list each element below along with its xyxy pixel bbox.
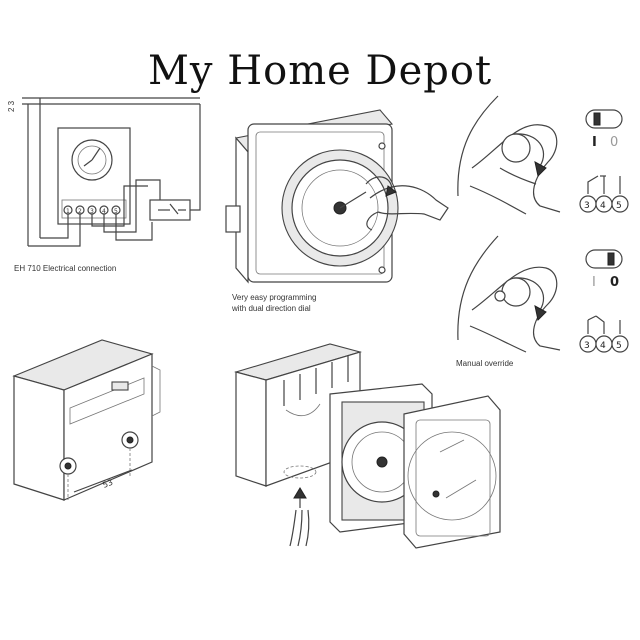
terminal-label: 3	[584, 341, 590, 351]
caption-electrical-connection: EH 710 Electrical connection	[14, 264, 117, 273]
toggle-switch-symbol	[585, 249, 623, 269]
wiring-label: 2 3	[7, 100, 16, 112]
terminal-label: 5	[114, 208, 118, 215]
caption-manual-override: Manual override	[456, 359, 514, 368]
exploded-assembly-illustration	[233, 343, 501, 549]
timer-programming-illustration	[225, 109, 449, 284]
override-state-2: I 0 3 4 5	[579, 249, 629, 353]
caption-programming-line1: Very easy programming	[232, 293, 316, 302]
manual-override-hand-top	[457, 95, 561, 215]
terminal-label: 4	[600, 201, 606, 211]
rear-housing-illustration: 53	[12, 339, 161, 501]
terminal-label: 4	[102, 208, 106, 215]
terminal-label: 3	[584, 201, 590, 211]
switch-mark-left: I	[592, 135, 597, 150]
terminal-label: 2	[78, 208, 82, 215]
manual-override-hand-bottom	[457, 235, 561, 353]
terminal-label: 5	[616, 341, 622, 351]
switch-mark-right: 0	[610, 135, 618, 150]
wiring-diagram: 2 3 1 2 3 4 5	[7, 97, 201, 247]
terminal-label: 5	[616, 201, 622, 211]
switch-mark-right: 0	[610, 275, 619, 290]
brand-title: My Home Depot	[147, 48, 493, 94]
dimension-label: 53	[101, 478, 114, 490]
toggle-switch-symbol	[585, 109, 623, 129]
terminal-label: 1	[66, 208, 70, 215]
switch-mark-left: I	[592, 275, 596, 290]
terminal-label: 3	[90, 208, 94, 215]
caption-programming-line2: with dual direction dial	[231, 304, 311, 313]
terminal-label: 4	[600, 341, 606, 351]
override-state-1: I 0 3 4 5	[579, 109, 629, 213]
